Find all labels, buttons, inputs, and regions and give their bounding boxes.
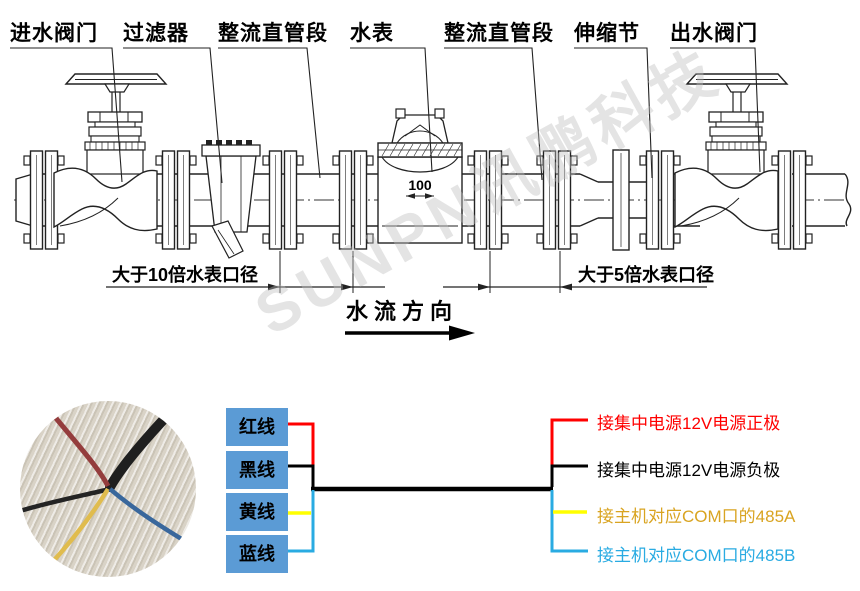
inlet-valve-drawing [53, 73, 167, 232]
wire-box-red: 红线 [226, 408, 288, 446]
label-inlet-valve: 进水阀门 [10, 22, 98, 45]
wire-box-blue: 蓝线 [226, 535, 288, 573]
wire-box-black: 黑线 [226, 451, 288, 489]
photo-blue-wire [108, 487, 190, 545]
filter [201, 140, 261, 259]
wiring-lines [288, 418, 588, 553]
wire-desc-black: 接集中电源12V电源负极 [597, 461, 781, 480]
leader-lines [10, 47, 761, 184]
label-expansion-joint: 伸缩节 [574, 22, 640, 45]
dimension-right [443, 251, 707, 293]
meter-size-value: 100 [408, 177, 432, 193]
dimension-left [106, 251, 385, 293]
label-outlet-valve: 出水阀门 [670, 22, 758, 45]
photo-black-wire [20, 486, 111, 514]
photo-red-wire [48, 409, 111, 488]
right-dimension-label: 大于5倍水表口径 [578, 265, 715, 285]
outlet-valve-drawing [674, 73, 788, 232]
wire-desc-red: 接集中电源12V电源正极 [597, 414, 781, 433]
left-dimension-label: 大于10倍水表口径 [112, 265, 259, 285]
label-straight-pipe-left: 整流直管段 [218, 22, 328, 45]
wire-photo [20, 401, 196, 577]
photo-black-cable [105, 412, 171, 492]
flow-direction-arrow [345, 325, 475, 341]
label-filter: 过滤器 [123, 22, 189, 45]
wire-photo-wires [20, 409, 190, 569]
label-water-meter: 水表 [350, 22, 394, 45]
expansion-joint [612, 149, 630, 251]
wire-box-yellow: 黄线 [226, 493, 288, 531]
flow-direction-label: 水流方向 [346, 299, 459, 324]
wire-desc-blue: 接主机对应COM口的485B [597, 546, 796, 565]
photo-yellow-wire [46, 487, 110, 569]
wire-desc-yellow: 接主机对应COM口的485A [597, 507, 796, 526]
label-straight-pipe-right: 整流直管段 [444, 22, 554, 45]
water-meter [377, 108, 463, 244]
